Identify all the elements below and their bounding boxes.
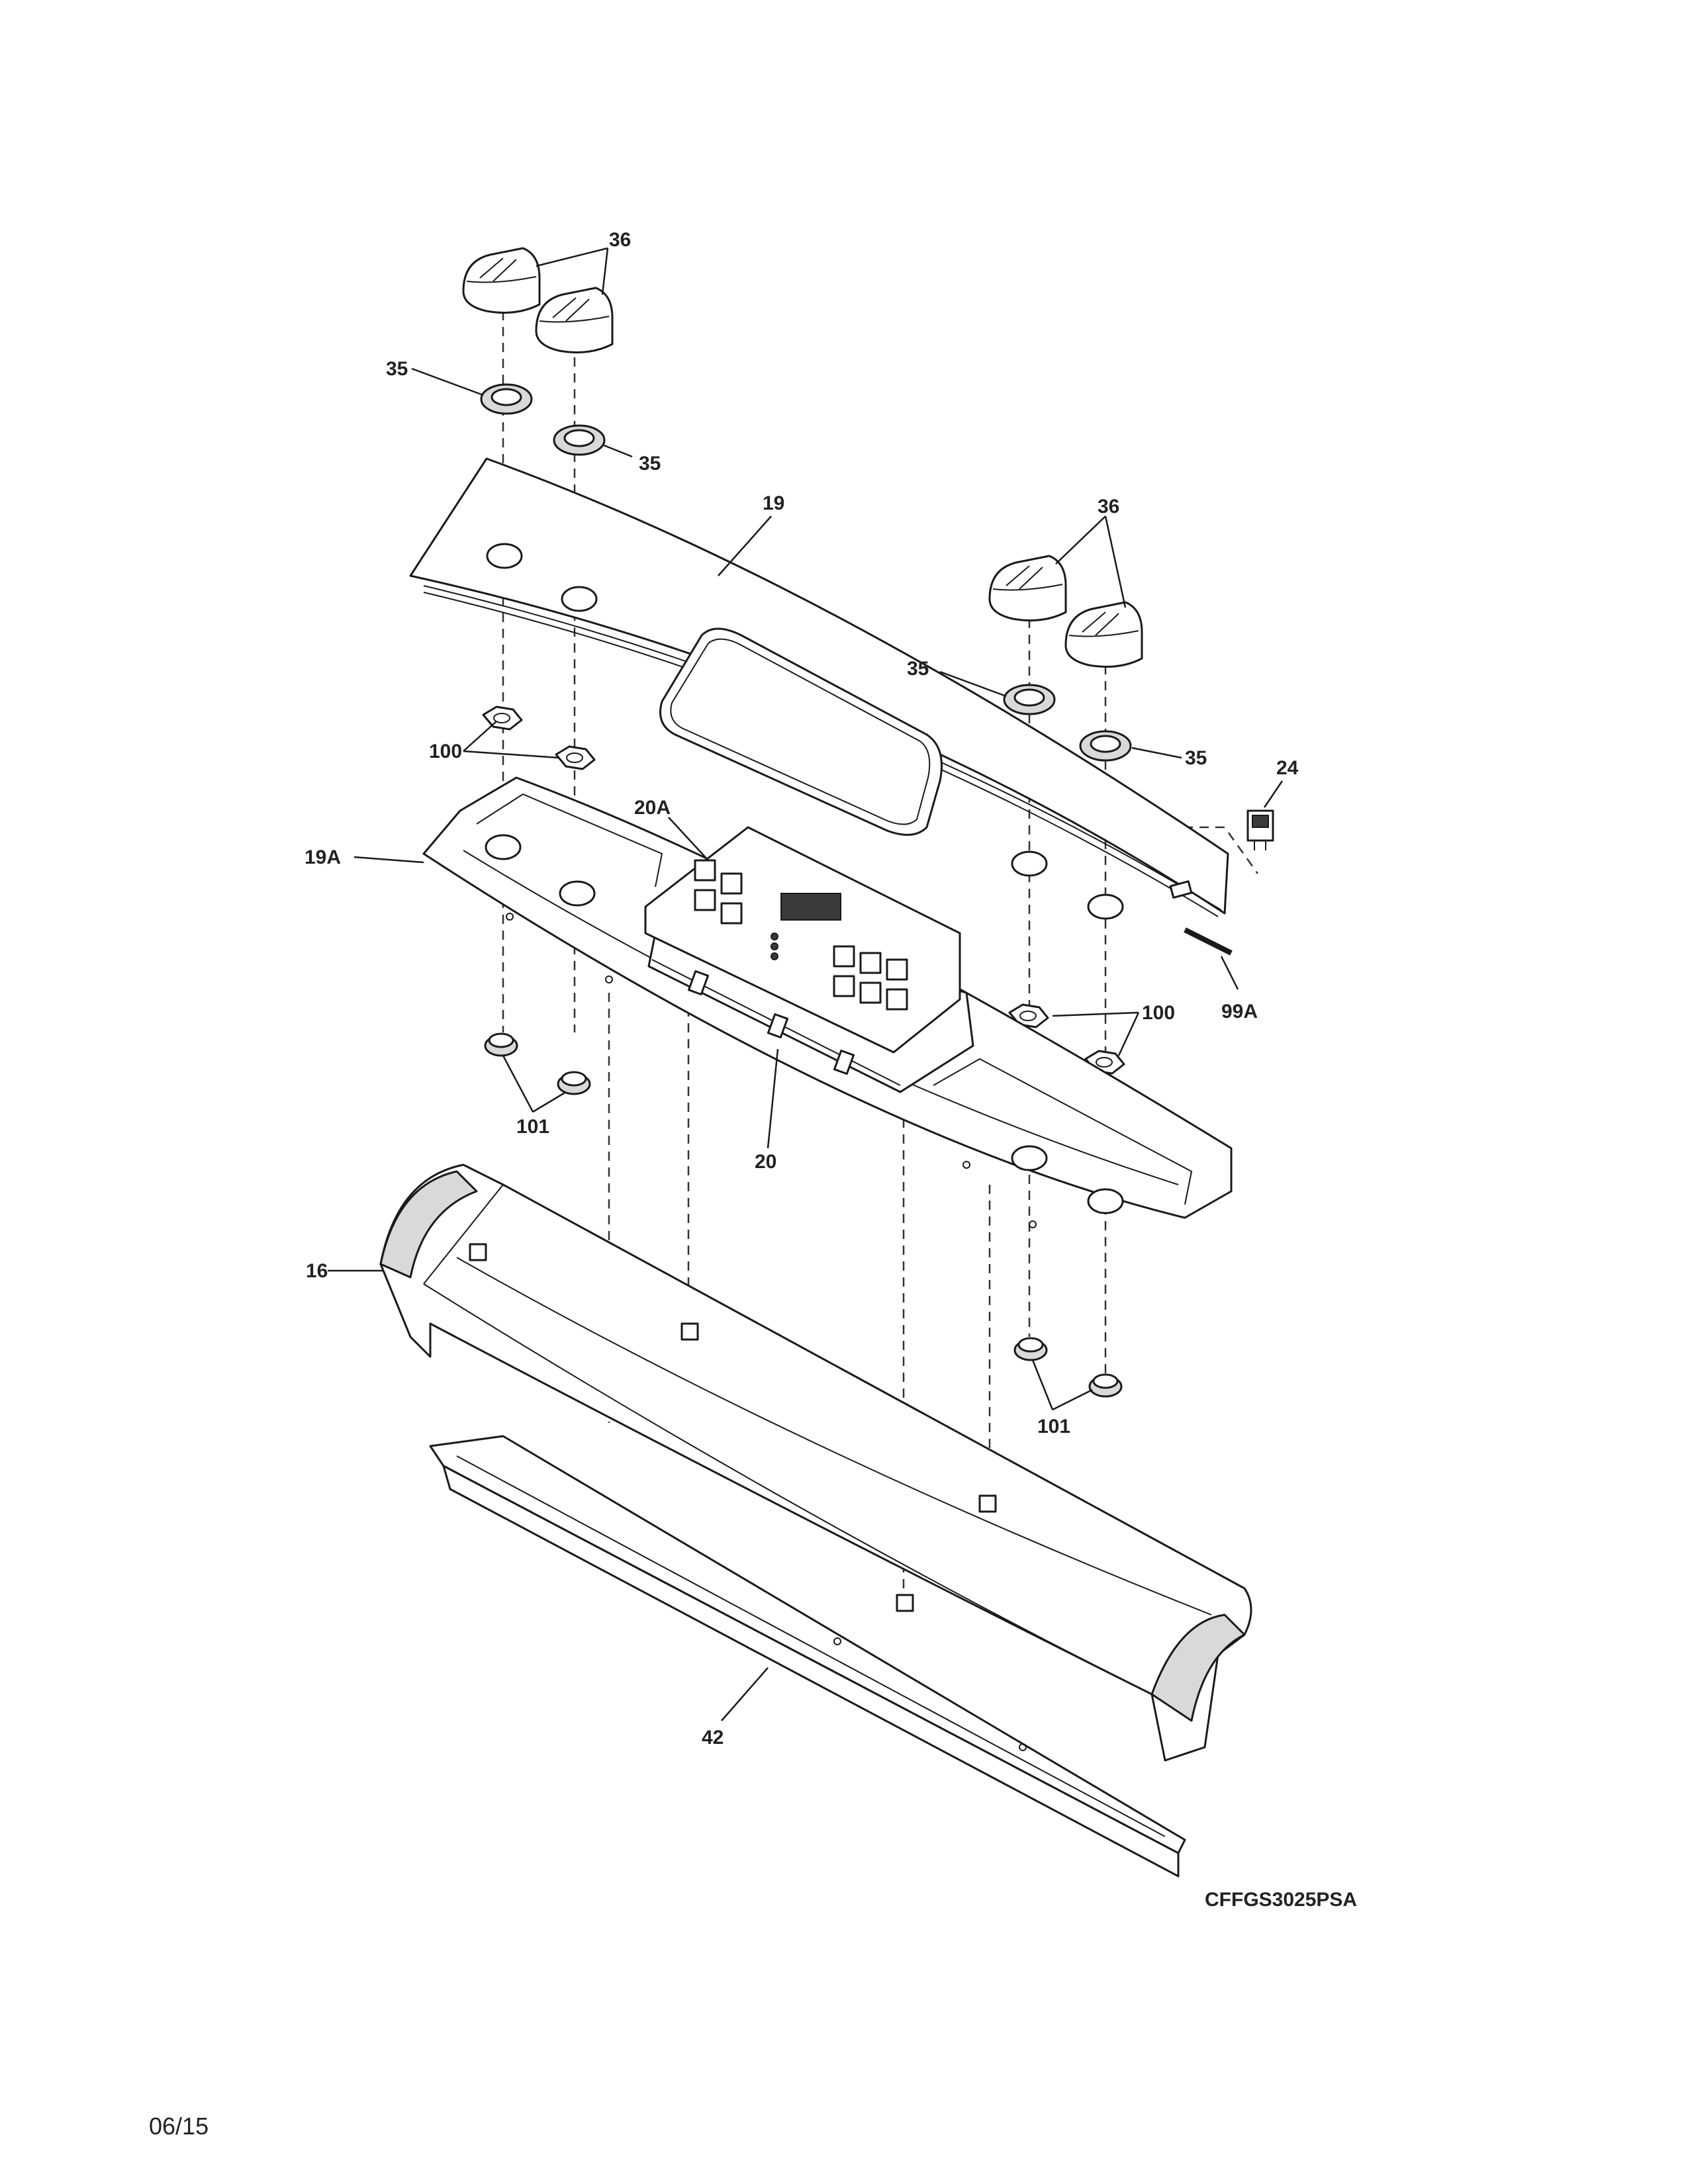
callout-labels: 36 35 35 19 36 35 35 24 100 20A 19A 100 … bbox=[305, 229, 1299, 1749]
callout-99a: 99A bbox=[1221, 1001, 1258, 1023]
membrane-touchpad-overlay bbox=[644, 826, 961, 1054]
callout-35-center: 35 bbox=[639, 453, 661, 475]
callout-35-left: 35 bbox=[386, 358, 408, 380]
control-panel bbox=[409, 457, 1229, 920]
callout-35-right-b: 35 bbox=[1185, 747, 1207, 769]
wire-harness bbox=[1184, 927, 1233, 956]
backguard-frame bbox=[379, 1163, 1252, 1762]
mounting-bracket bbox=[429, 1435, 1186, 1878]
control-knob-right-a bbox=[988, 555, 1067, 621]
callout-100-left: 100 bbox=[429, 741, 462, 762]
callout-19: 19 bbox=[763, 492, 784, 514]
control-knob-top-left bbox=[462, 247, 541, 314]
model-number: CFFGS3025PSA bbox=[1205, 1889, 1357, 1911]
leader-lines bbox=[328, 247, 1284, 1721]
knob-bezel-set bbox=[480, 383, 1132, 762]
control-knob-right-b bbox=[1064, 601, 1143, 668]
callout-20a: 20A bbox=[634, 797, 671, 819]
flange-nut-set bbox=[484, 1032, 1123, 1398]
callout-20: 20 bbox=[755, 1151, 776, 1173]
callout-36-top: 36 bbox=[609, 229, 631, 251]
control-knob-top-right bbox=[535, 287, 614, 353]
callout-35-right-a: 35 bbox=[907, 658, 929, 680]
callout-36-right: 36 bbox=[1098, 496, 1119, 518]
callout-101-left: 101 bbox=[516, 1116, 549, 1138]
callout-100-right: 100 bbox=[1142, 1002, 1175, 1024]
revision-date: 06/15 bbox=[149, 2113, 209, 2140]
callout-101-right: 101 bbox=[1037, 1416, 1070, 1437]
rocker-switch bbox=[1246, 809, 1274, 850]
callout-42: 42 bbox=[702, 1727, 724, 1749]
callout-19a: 19A bbox=[305, 846, 341, 868]
callout-24: 24 bbox=[1276, 757, 1299, 779]
callout-16: 16 bbox=[306, 1260, 328, 1282]
